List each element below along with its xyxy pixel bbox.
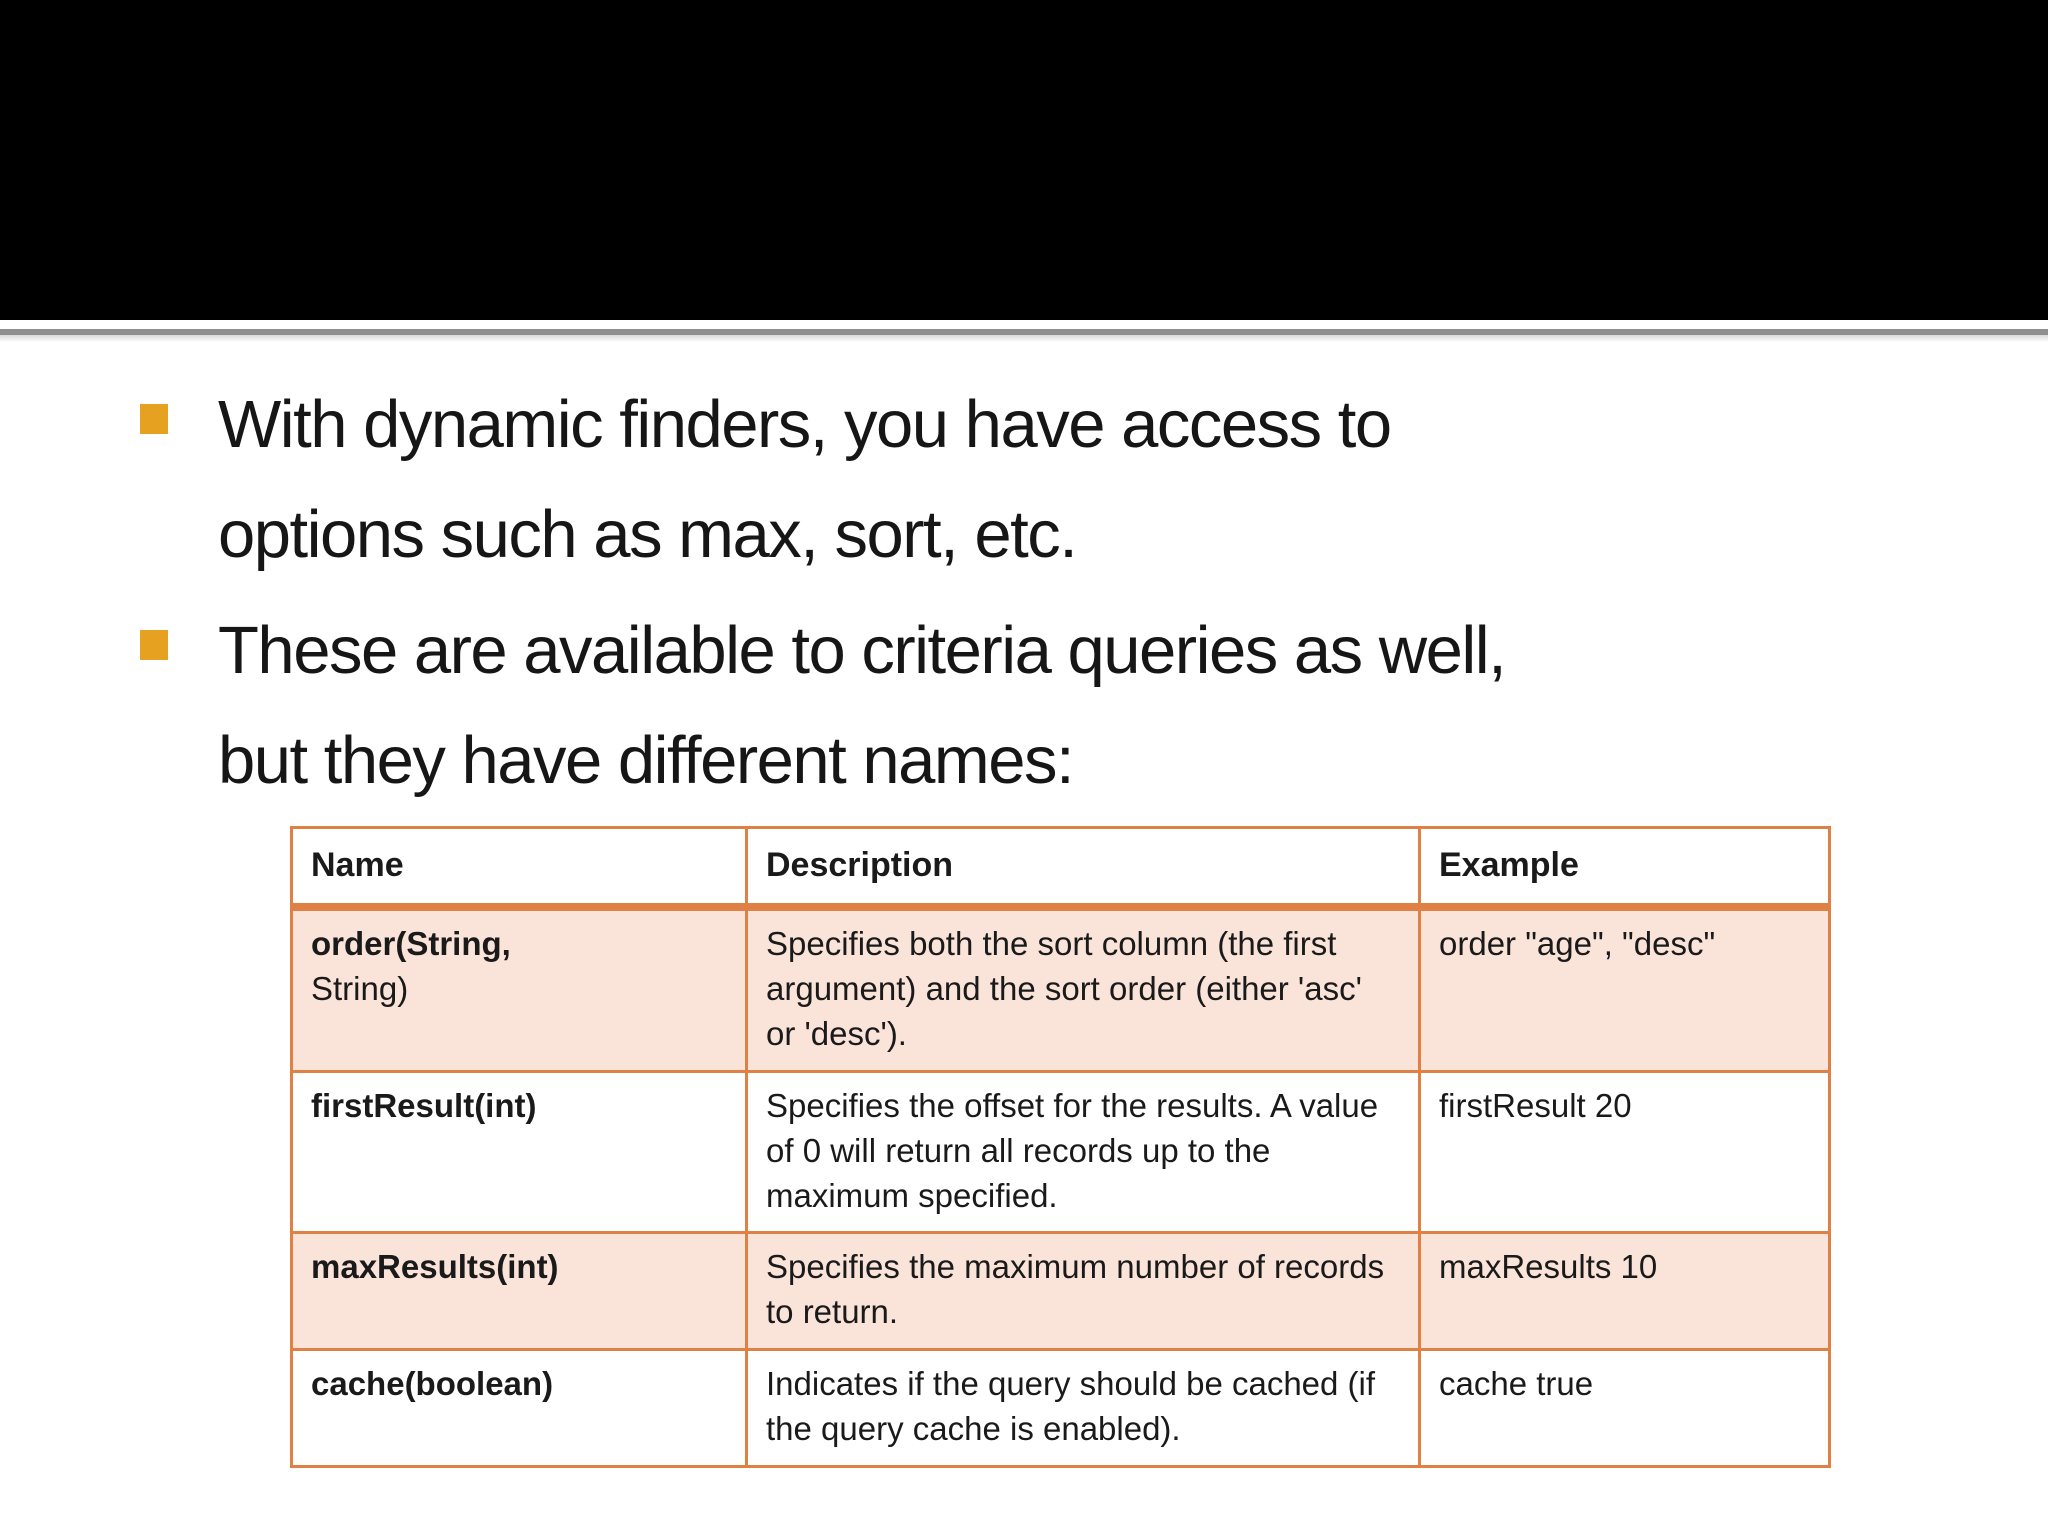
bullet-line: These are available to criteria queries … — [218, 613, 1507, 688]
bullet-item: With dynamic finders, you have access to… — [140, 370, 1948, 590]
options-table-container: Name Description Example order(String, S… — [290, 826, 1948, 1468]
bullet-line: options such as max, sort, etc. — [218, 497, 1078, 572]
description-cell: Indicates if the query should be cached … — [745, 1348, 1421, 1468]
column-header-description: Description — [745, 826, 1421, 912]
example-cell: maxResults 10 — [1418, 1231, 1831, 1352]
example-cell: cache true — [1418, 1348, 1831, 1468]
bullet-list: With dynamic finders, you have access to… — [140, 370, 1948, 816]
separator-line — [0, 320, 2048, 346]
description-cell: Specifies the maximum number of records … — [745, 1231, 1421, 1352]
example-cell: order "age", "desc" — [1418, 905, 1831, 1073]
bullet-line: but they have different names: — [218, 723, 1075, 798]
description-cell: Specifies the offset for the results. A … — [745, 1069, 1421, 1235]
table-row: cache(boolean) Indicates if the query sh… — [290, 1348, 1831, 1468]
description-cell: Specifies both the sort column (the firs… — [745, 905, 1421, 1073]
name-cell: cache(boolean) — [290, 1348, 748, 1468]
name-cell: maxResults(int) — [290, 1231, 748, 1352]
column-header-name: Name — [290, 826, 748, 912]
bullet-square-icon — [140, 630, 168, 660]
bullet-text: These are available to criteria queries … — [218, 596, 1507, 816]
bullet-item: These are available to criteria queries … — [140, 596, 1948, 816]
table-row: maxResults(int) Specifies the maximum nu… — [290, 1231, 1831, 1352]
name-text: maxResults(int) — [311, 1248, 559, 1286]
name-text-continued: String) — [311, 970, 409, 1008]
bullet-square-icon — [140, 404, 168, 434]
bullet-text: With dynamic finders, you have access to… — [218, 370, 1392, 590]
name-text: firstResult(int) — [311, 1086, 537, 1124]
table-row: firstResult(int) Specifies the offset fo… — [290, 1069, 1831, 1235]
slide-body: With dynamic finders, you have access to… — [0, 346, 2048, 1468]
table-header-row: Name Description Example — [290, 826, 1831, 912]
bullet-line: With dynamic finders, you have access to — [218, 387, 1392, 462]
options-table: Name Description Example order(String, S… — [290, 826, 1831, 1468]
name-cell: firstResult(int) — [290, 1069, 748, 1235]
name-text: cache(boolean) — [311, 1365, 554, 1403]
title-band — [0, 0, 2048, 320]
example-cell: firstResult 20 — [1418, 1069, 1831, 1235]
name-text: order(String, — [311, 925, 511, 963]
table-row: order(String, String) Specifies both the… — [290, 905, 1831, 1073]
column-header-example: Example — [1418, 826, 1831, 912]
name-cell: order(String, String) — [290, 905, 748, 1073]
